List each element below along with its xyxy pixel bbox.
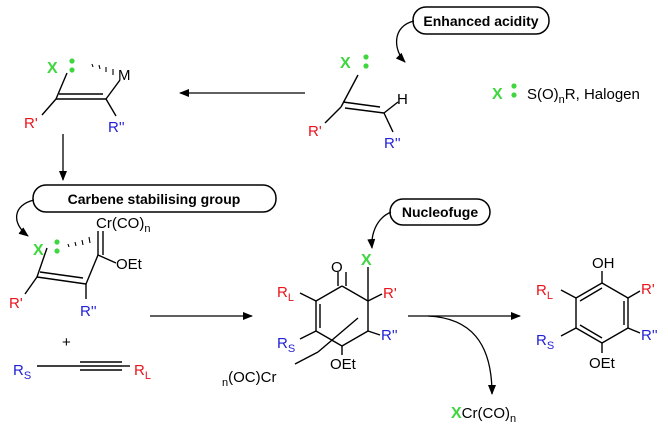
byproduct-xcr: XCr(CO)n <box>451 405 516 425</box>
phenol-product: OH RL RS R' R'' OEt <box>536 255 658 372</box>
nucleofuge-label: Nucleofuge <box>402 204 478 220</box>
ethoxy-group: OEt <box>589 355 616 372</box>
substituent-rs: RS <box>536 332 554 352</box>
substituent-r-prime: R' <box>641 281 655 298</box>
substituent-r-prime: R' <box>308 123 322 140</box>
substituent-r-double-prime: R'' <box>80 303 97 320</box>
substituent-r-prime: R' <box>9 295 23 312</box>
substituent-rs: RS <box>13 362 31 382</box>
fischer-carbene-complex: X Cr(CO)n OEt R' R'' <box>9 215 150 320</box>
alkyne: RS RL <box>13 361 151 382</box>
atom-h: H <box>397 91 408 108</box>
carbene-group-label: Carbene stabilising group <box>68 191 241 207</box>
substituent-r-double-prime: R'' <box>381 327 398 344</box>
atom-x: X <box>33 242 44 259</box>
substituent-rs: RS <box>277 335 295 355</box>
hydroxyl-group: OH <box>592 255 615 272</box>
legend-x: X <box>492 86 503 103</box>
ethoxy-group: OEt <box>330 356 357 373</box>
legend: X S(O)nR, Halogen <box>492 83 640 106</box>
substituent-rl: RL <box>536 282 553 302</box>
substituent-r-double-prime: R'' <box>384 135 401 152</box>
substituent-r-prime: R' <box>383 285 397 302</box>
atom-m: M <box>118 67 131 84</box>
enhanced-acidity-callout: Enhanced acidity <box>395 6 550 63</box>
ethoxy-group: OEt <box>116 256 143 273</box>
substituent-r-double-prime: R'' <box>641 327 658 344</box>
atom-x: X <box>47 60 58 77</box>
atom-o: O <box>331 259 343 276</box>
nucleofuge-callout: Nucleofuge <box>367 198 491 249</box>
chromium-carbonyl: Cr(CO)n <box>96 215 150 235</box>
vinyl-substrate: X H R' R'' <box>308 54 408 152</box>
substituent-rl: RL <box>277 284 294 304</box>
arrow-elimination <box>427 315 496 395</box>
atom-x: X <box>361 252 372 269</box>
atom-x: X <box>340 55 351 72</box>
substituent-r-double-prime: R'' <box>108 119 125 136</box>
substituent-r-prime: R' <box>24 115 38 132</box>
legend-text: S(O)nR, Halogen <box>527 86 640 106</box>
substituent-rl: RL <box>134 362 151 382</box>
plus-sign: + <box>62 334 71 351</box>
chromium-carbonyl-fragment: n(OC)Cr <box>222 369 276 389</box>
cyclohexadienone-complex: O X RL RS R' R'' OEt n(OC)Cr <box>222 252 398 389</box>
metallated-species: X M R' R'' <box>24 58 131 136</box>
enhanced-acidity-label: Enhanced acidity <box>423 13 538 29</box>
carbene-group-callout: Carbene stabilising group <box>16 184 277 237</box>
